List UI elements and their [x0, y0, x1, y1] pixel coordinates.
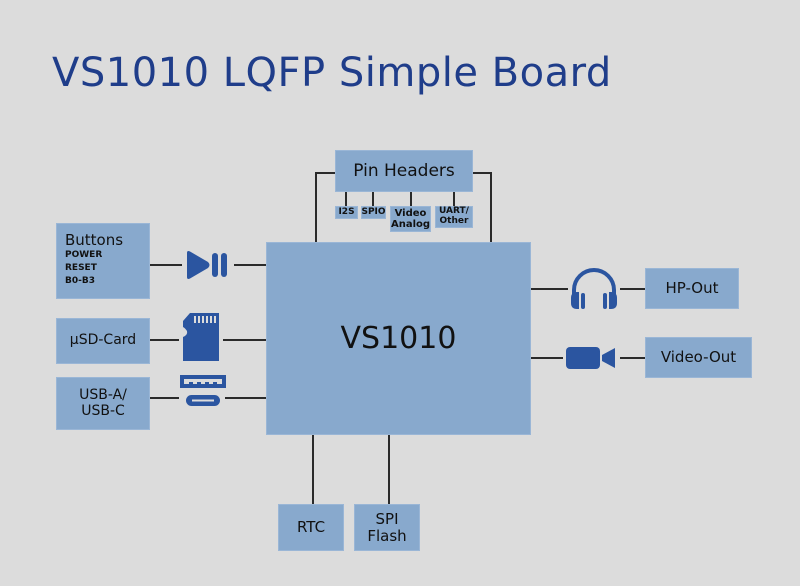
button-power: POWER	[65, 249, 103, 260]
diagram-title: VS1010 LQFP Simple Board	[52, 50, 612, 96]
video-camera-icon	[566, 347, 615, 369]
connector-line	[620, 357, 646, 359]
connector-line	[620, 288, 646, 290]
pin-header-uart-other: UART/ Other	[435, 206, 473, 228]
connector-line	[223, 339, 266, 341]
hp-out-block: HP-Out	[645, 268, 739, 309]
button-b0-b3: B0-B3	[65, 275, 95, 286]
connector-line	[472, 172, 492, 174]
connector-line	[345, 192, 347, 206]
spi-flash-block: SPI Flash	[354, 504, 420, 551]
pin-header-label: I2S	[338, 206, 355, 217]
microsd-card-icon	[183, 313, 219, 361]
pin-header-video-analog: Video Analog	[390, 206, 431, 232]
pin-header-label: UART/ Other	[439, 206, 469, 226]
usb-label: USB-A/ USB-C	[79, 387, 127, 419]
pin-header-label: SPIO	[361, 206, 386, 217]
connector-line	[315, 172, 335, 174]
connector-line	[149, 397, 179, 399]
usb-block: USB-A/ USB-C	[56, 377, 150, 430]
headphones-icon	[571, 268, 617, 309]
connector-line	[312, 435, 314, 505]
usb-icon	[180, 375, 226, 406]
connector-line	[388, 435, 390, 505]
pin-headers-label: Pin Headers	[353, 160, 455, 181]
connector-line	[234, 264, 266, 266]
connector-line	[149, 339, 179, 341]
connector-line	[490, 172, 492, 242]
play-pause-icon	[187, 251, 227, 279]
pin-headers-block: Pin Headers	[335, 150, 473, 192]
button-reset: RESET	[65, 262, 97, 273]
connector-line	[410, 192, 412, 206]
connector-line	[149, 264, 182, 266]
connector-line	[530, 288, 568, 290]
pin-header-spio: SPIO	[361, 206, 386, 219]
rtc-label: RTC	[296, 518, 326, 537]
rtc-block: RTC	[278, 504, 344, 551]
video-out-block: Video-Out	[645, 337, 752, 378]
video-out-label: Video-Out	[660, 348, 737, 367]
vs1010-chip-block: VS1010	[266, 242, 531, 435]
connector-line	[225, 397, 266, 399]
connector-line	[530, 357, 563, 359]
connector-line	[315, 172, 317, 242]
connector-line	[372, 192, 374, 206]
chip-label: VS1010	[340, 321, 457, 356]
usd-card-label: µSD-Card	[69, 332, 137, 349]
buttons-label: Buttons	[65, 231, 124, 249]
pin-header-label: Video Analog	[390, 208, 431, 230]
pin-header-i2s: I2S	[335, 206, 358, 219]
connector-line	[453, 192, 455, 206]
spi-flash-label: SPI Flash	[367, 510, 407, 545]
usd-card-block: µSD-Card	[56, 318, 150, 364]
buttons-block: Buttons POWER RESET B0-B3	[56, 223, 150, 299]
hp-out-label: HP-Out	[665, 279, 719, 298]
